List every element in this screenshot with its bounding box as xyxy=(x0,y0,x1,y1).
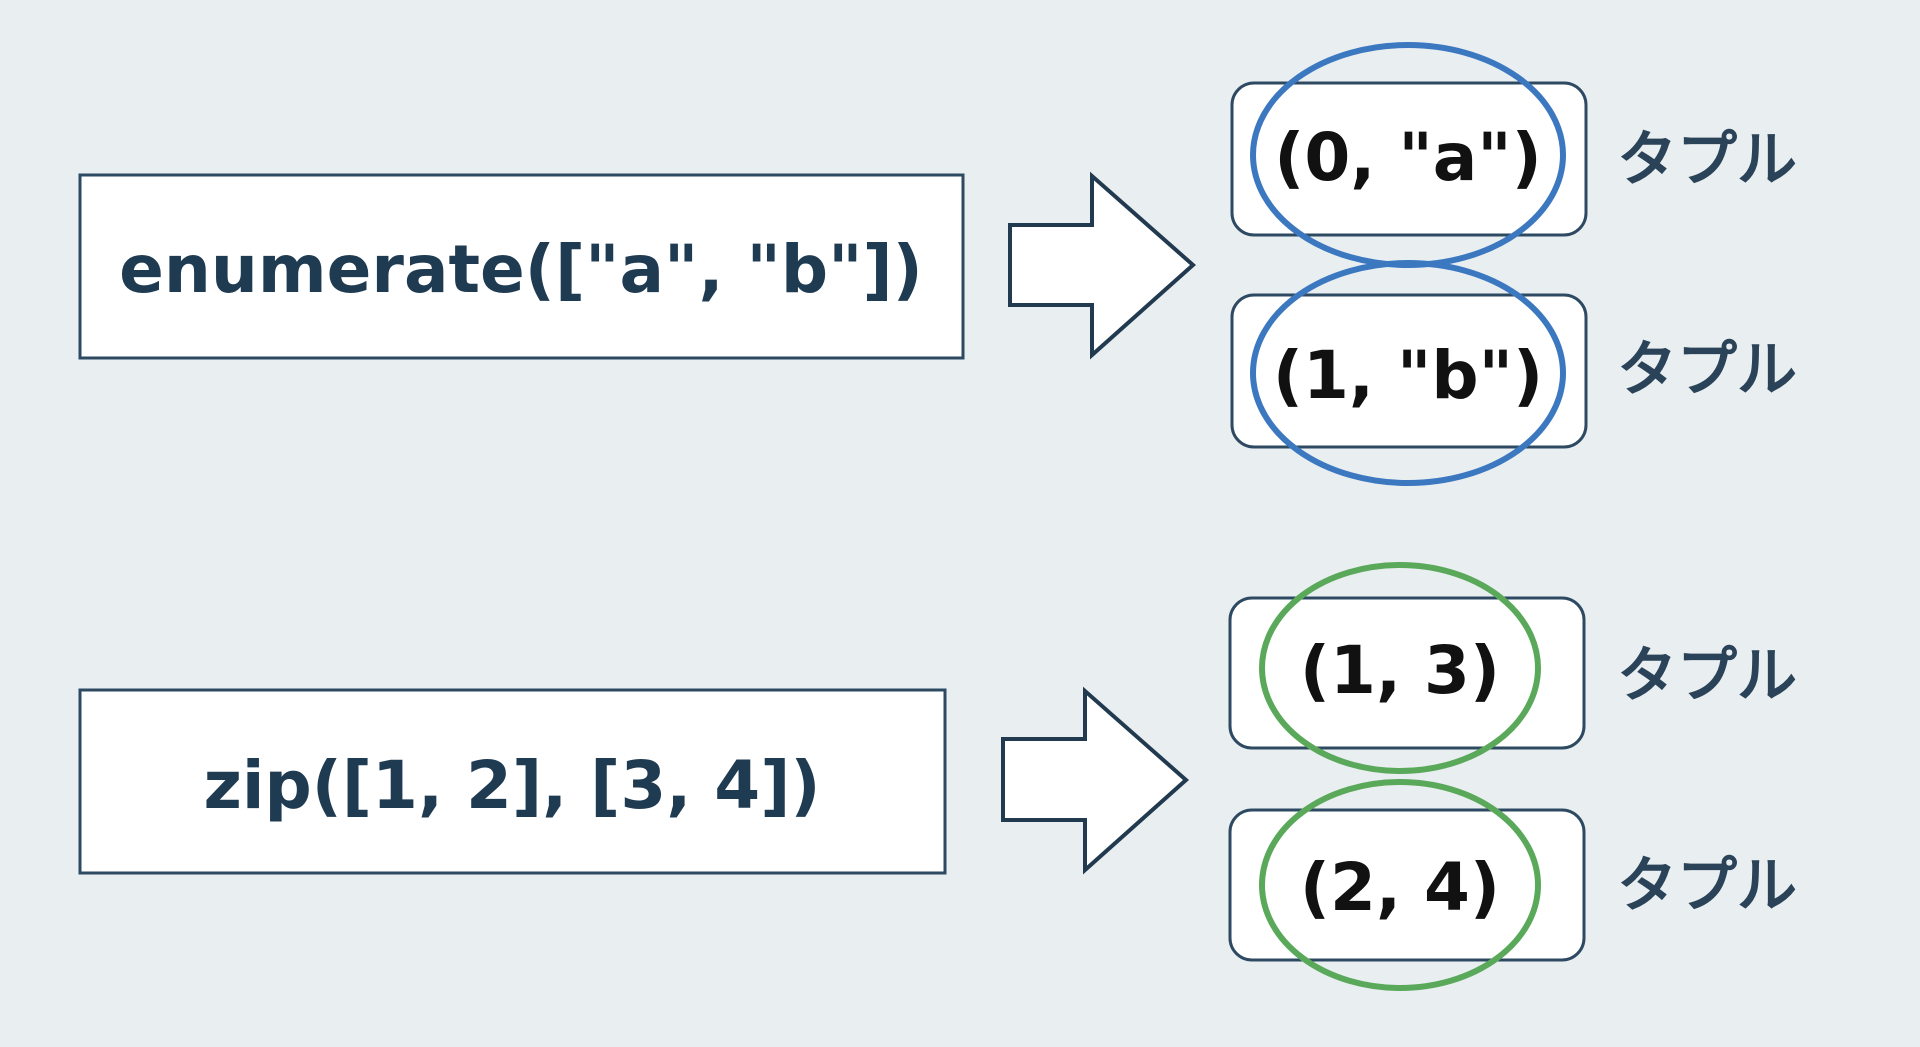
zip-expression-text: zip([1, 2], [3, 4]) xyxy=(203,747,820,824)
enumerate-tuple-box-2 xyxy=(1230,293,1588,449)
enumerate-row: enumerate(["a", "b"]) (0, "a") タプル (1, "… xyxy=(78,42,1797,486)
zip-tuple-tag-2: タプル xyxy=(1617,851,1797,921)
zip-tuple-ring-2 xyxy=(1259,779,1541,991)
zip-expression-box xyxy=(78,688,947,875)
enumerate-tuple-tag-2: タプル xyxy=(1617,335,1797,405)
enumerate-tuple-tag-1: タプル xyxy=(1617,125,1797,195)
zip-tuple-box-1 xyxy=(1228,596,1586,750)
enumerate-expression-text: enumerate(["a", "b"]) xyxy=(119,231,923,308)
enumerate-tuple-value-1: (0, "a") xyxy=(1274,119,1542,196)
enumerate-tuple-ring-2 xyxy=(1250,260,1566,486)
zip-tuple-value-2: (2, 4) xyxy=(1300,849,1500,926)
zip-tuple-tag-1: タプル xyxy=(1617,641,1797,711)
zip-tuple-ring-1 xyxy=(1259,562,1541,774)
enumerate-expression-box xyxy=(78,173,965,360)
zip-tuple-box-2 xyxy=(1228,808,1586,962)
zip-right-arrow-icon xyxy=(1001,686,1190,875)
zip-tuple-value-1: (1, 3) xyxy=(1300,632,1500,709)
enumerate-right-arrow-icon xyxy=(1008,171,1197,360)
enumerate-tuple-value-2: (1, "b") xyxy=(1273,337,1543,414)
zip-row: zip([1, 2], [3, 4]) (1, 3) タプル (2, 4) タプ… xyxy=(78,562,1797,991)
enumerate-tuple-box-1 xyxy=(1230,81,1588,237)
